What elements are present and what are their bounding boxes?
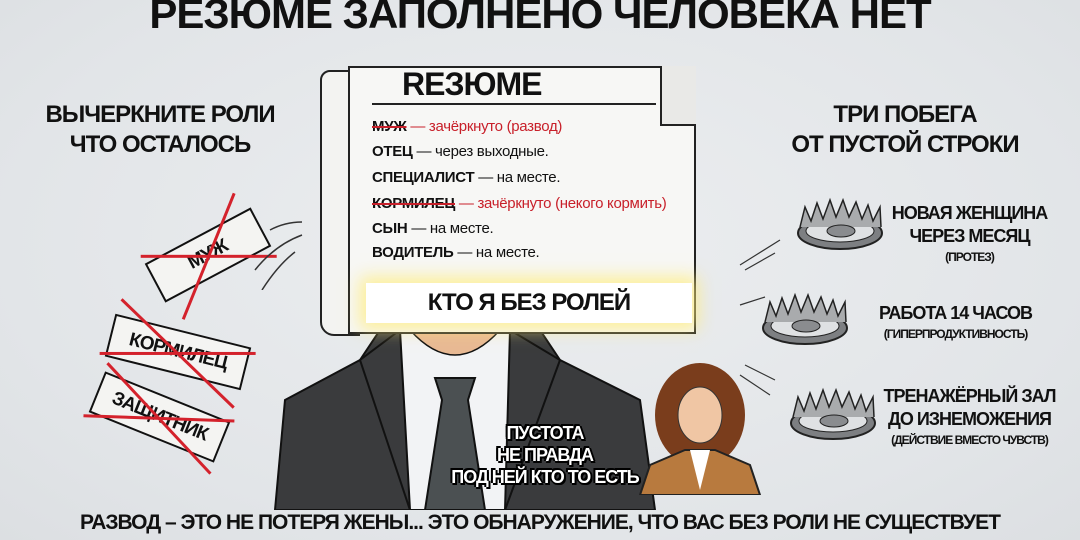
escape-item: ТРЕНАЖЁРНЫЙ ЗАЛ ДО ИЗНЕМОЖЕНИЯ (ДЕЙСТВИЕ… bbox=[883, 386, 1056, 447]
resume-title: RЕЗЮМЕ bbox=[402, 66, 542, 102]
resume-line: МУЖ — зачёркнуто (развод) bbox=[372, 118, 563, 135]
resume-line: СПЕЦИАЛИСТ — на месте. bbox=[372, 169, 561, 186]
escape-item: НОВАЯ ЖЕНЩИНА ЧЕРЕЗ МЕСЯЦ (ПРОТЕЗ) bbox=[891, 203, 1049, 264]
escape-item: РАБОТА 14 ЧАСОВ (ГИПЕРПРОДУКТИВНОСТЬ) bbox=[879, 303, 1033, 341]
emptiness-caption: ПУСТОТА НЕ ПРАВДА ПОД НЕЙ КТО ТО ЕСТЬ bbox=[451, 423, 639, 487]
resume-line: СЫН — на месте. bbox=[372, 220, 494, 237]
resume-line: ОТЕЦ — через выходные. bbox=[372, 143, 549, 160]
bottom-caption: РАЗВОД – ЭТО НЕ ПОТЕРЯ ЖЕНЫ... ЭТО ОБНАР… bbox=[80, 511, 1001, 534]
left-heading: ВЫЧЕРКНИТЕ РОЛИ ЧТО ОСТАЛОСЬ bbox=[45, 101, 275, 158]
resume-line: КОРМИЛЕЦ — зачёркнуто (некого кормить) bbox=[372, 195, 667, 212]
who-am-i-box: КТО Я БЕЗ РОЛЕЙ bbox=[366, 283, 692, 323]
page-fold bbox=[660, 66, 696, 126]
resume-line: ВОДИТЕЛЬ — на месте. bbox=[372, 244, 540, 261]
bear-trap-icon bbox=[790, 389, 876, 440]
man-in-suit-illustration bbox=[273, 329, 657, 510]
motion-lines bbox=[739, 239, 781, 396]
crossed-role-stamp: КОРМИЛЕЦ bbox=[99, 298, 256, 409]
divider bbox=[372, 103, 656, 105]
motion-lines bbox=[254, 221, 303, 290]
woman-illustration bbox=[638, 363, 762, 495]
page-title: РЕЗЮМЕ ЗАПОЛНЕНО ЧЕЛОВЕКА НЕТ bbox=[149, 0, 931, 37]
right-heading: ТРИ ПОБЕГА ОТ ПУСТОЙ СТРОКИ bbox=[791, 101, 1019, 158]
